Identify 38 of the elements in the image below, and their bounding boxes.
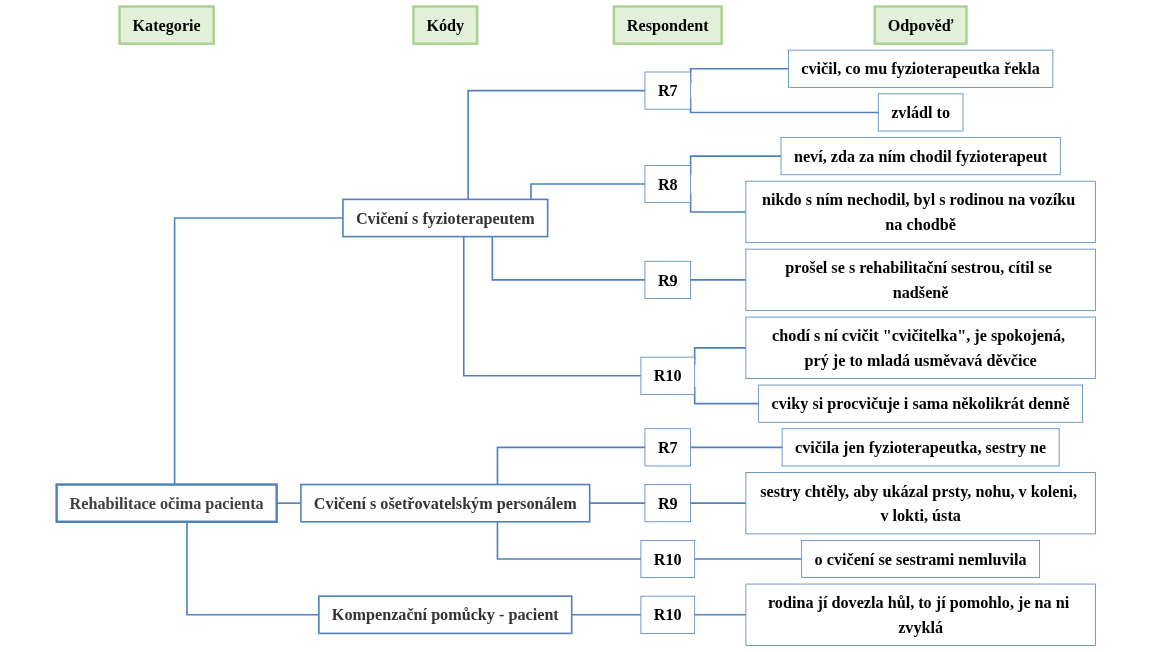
node-box: Respondent [612,5,723,45]
node-box: neví, zda za ním chodil fyzioterapeut [780,137,1061,176]
node-box: cvičil, co mu fyzioterapeutka řekla [788,49,1054,88]
node-box: R10 [640,356,696,395]
node-box: cvičila jen fyzioterapeutka, sestry ne [781,428,1060,467]
connector [689,502,747,504]
node-box: R10 [640,595,696,634]
node-box: Kódy [412,5,479,45]
node-box: Rehabilitace očima pacienta [55,483,278,523]
node-box: R8 [644,165,692,204]
connector [462,235,642,377]
node-box: prošel se s rehabilitační sestrou, cítil se nadšeně [745,248,1096,312]
node-box: R7 [644,428,692,467]
node-box: Kategorie [118,5,215,45]
node-box: R10 [640,539,696,578]
connector [689,446,783,449]
node-box: chodí s ní cvičit "cvičitelka", je spokojená, prý je to mladá usměvavá děvčice [745,316,1096,379]
node-box: zvládl to [877,93,964,132]
node-box: cviky si procvičuje i sama několikrát denně [758,384,1084,423]
connector [496,520,642,560]
node-box: nikdo s ním nechodil, byl s rodinou na vozíku na chodbě [745,180,1096,244]
node-box: Kompenzační pomůcky - pacient [318,595,573,635]
connector [689,279,747,281]
node-box: sestry chtěly, aby ukázal prsty, nohu, v koleni, v lokti, ústa [745,472,1096,535]
node-box: Odpověď [873,5,968,45]
node-box: o cvičení se sestrami nemluvila [801,539,1041,578]
node-box: R9 [644,484,692,523]
connector [530,183,646,201]
node-box: Cvičení s fyzioterapeutem [342,198,549,238]
node-box: R9 [644,260,692,299]
connector [467,89,646,201]
connector [491,235,646,281]
connector [496,446,646,486]
connector [693,558,803,560]
node-box: Cvičení s ošetřovatelským personálem [300,483,591,523]
node-box: rodina jí dovezla hůl, to jí pomohlo, je na ni zvyklá [745,583,1096,646]
node-box: R7 [644,71,692,110]
connector [693,614,747,616]
